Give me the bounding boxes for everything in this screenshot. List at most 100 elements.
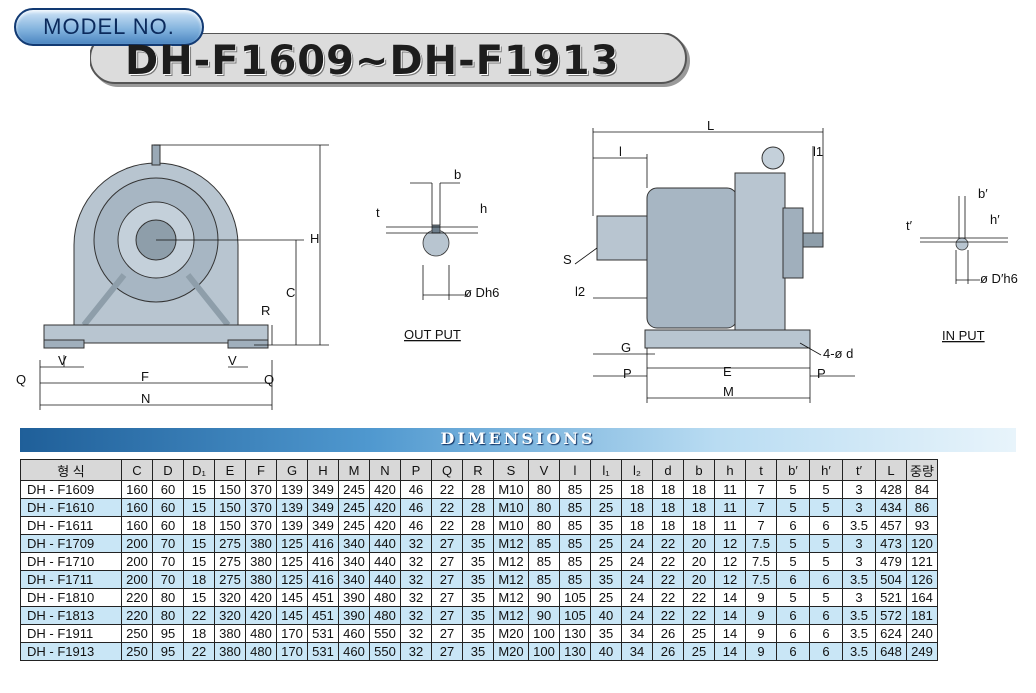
table-cell: 250 [121, 624, 153, 643]
table-cell: 5 [809, 588, 843, 607]
table-cell: 250 [121, 642, 153, 661]
table-cell: 35 [462, 642, 494, 661]
table-cell: 32 [400, 606, 432, 625]
table-cell: 521 [875, 588, 907, 607]
table-cell: 460 [338, 642, 370, 661]
table-cell: 416 [307, 534, 339, 553]
side-label-l2: l2 [575, 284, 585, 299]
side-label-l: l [619, 144, 622, 159]
table-cell: 24 [621, 570, 653, 589]
input-caption: IN PUT [942, 328, 985, 343]
table-cell: 35 [462, 570, 494, 589]
table-cell: 11 [714, 498, 746, 517]
table-cell: 90 [528, 606, 560, 625]
table-cell: 40 [590, 606, 622, 625]
model-cell: DH - F1611 [20, 516, 122, 535]
model-cell: DH - F1813 [20, 606, 122, 625]
side-view-drawing: L l l1 l2 S G E P P M 4-ø d [563, 118, 855, 403]
out-label-b: b [454, 167, 461, 182]
column-header: l₁ [590, 459, 622, 481]
table-cell: 100 [528, 624, 560, 643]
dim-label-V-right: V [228, 353, 237, 368]
table-cell: 14 [714, 642, 746, 661]
column-header: d [652, 459, 684, 481]
table-cell: 139 [276, 516, 308, 535]
table-cell: 80 [528, 498, 560, 517]
table-cell: 3 [842, 552, 876, 571]
table-cell: 6 [776, 642, 810, 661]
table-cell: 20 [683, 534, 715, 553]
table-cell: 85 [559, 498, 591, 517]
table-cell: 7 [745, 480, 777, 499]
table-cell: 160 [121, 480, 153, 499]
table-cell: 70 [152, 552, 184, 571]
table-cell: 145 [276, 588, 308, 607]
title-banner [90, 33, 690, 87]
table-cell: 420 [369, 516, 401, 535]
table-cell: 480 [369, 588, 401, 607]
side-label-l1: l1 [813, 144, 823, 159]
table-cell: 275 [214, 552, 246, 571]
table-cell: M12 [493, 570, 529, 589]
table-cell: 60 [152, 498, 184, 517]
table-cell: 480 [245, 642, 277, 661]
table-cell: 27 [431, 606, 463, 625]
side-label-G: G [621, 340, 631, 355]
table-cell: 15 [183, 480, 215, 499]
table-cell: 18 [683, 498, 715, 517]
table-cell: 60 [152, 480, 184, 499]
table-cell: 7.5 [745, 570, 777, 589]
table-cell: 12 [714, 534, 746, 553]
table-cell: 22 [431, 516, 463, 535]
table-cell: 85 [528, 534, 560, 553]
table-cell: 130 [559, 642, 591, 661]
table-cell: 340 [338, 534, 370, 553]
front-view-drawing: H C R V V Q Q F N [16, 144, 329, 410]
table-cell: 320 [214, 588, 246, 607]
table-cell: 35 [590, 516, 622, 535]
dim-label-Q-right: Q [264, 372, 274, 387]
table-cell: 125 [276, 534, 308, 553]
table-cell: 18 [621, 498, 653, 517]
table-cell: 7.5 [745, 534, 777, 553]
table-cell: 220 [121, 606, 153, 625]
table-cell: 428 [875, 480, 907, 499]
table-cell: 5 [809, 552, 843, 571]
table-cell: 18 [183, 570, 215, 589]
table-cell: 85 [528, 552, 560, 571]
table-cell: 12 [714, 570, 746, 589]
out-label-dia: ø Dh6 [464, 285, 499, 300]
model-cell: DH - F1913 [20, 642, 122, 661]
table-cell: 9 [745, 642, 777, 661]
table-cell: 145 [276, 606, 308, 625]
table-cell: 170 [276, 642, 308, 661]
table-cell: 26 [652, 642, 684, 661]
table-cell: 22 [652, 552, 684, 571]
column-header: t [745, 459, 777, 481]
column-header: G [276, 459, 308, 481]
table-cell: 18 [183, 624, 215, 643]
dimensions-title: DIMENSIONS [440, 429, 596, 448]
table-cell: 457 [875, 516, 907, 535]
table-cell: 6 [776, 606, 810, 625]
column-header: b′ [776, 459, 810, 481]
table-cell: M12 [493, 588, 529, 607]
table-cell: 86 [906, 498, 938, 517]
table-cell: 15 [183, 498, 215, 517]
table-cell: 27 [431, 642, 463, 661]
table-cell: 416 [307, 570, 339, 589]
table-cell: 27 [431, 552, 463, 571]
table-cell: 22 [652, 534, 684, 553]
table-cell: 340 [338, 570, 370, 589]
table-cell: 24 [621, 588, 653, 607]
table-cell: 550 [369, 642, 401, 661]
column-header: L [875, 459, 907, 481]
page-title: DH-F1609~DH-F1913 [125, 38, 620, 84]
table-cell: 349 [307, 516, 339, 535]
table-cell: 440 [369, 570, 401, 589]
side-label-M: M [723, 384, 734, 399]
table-cell: 220 [121, 588, 153, 607]
